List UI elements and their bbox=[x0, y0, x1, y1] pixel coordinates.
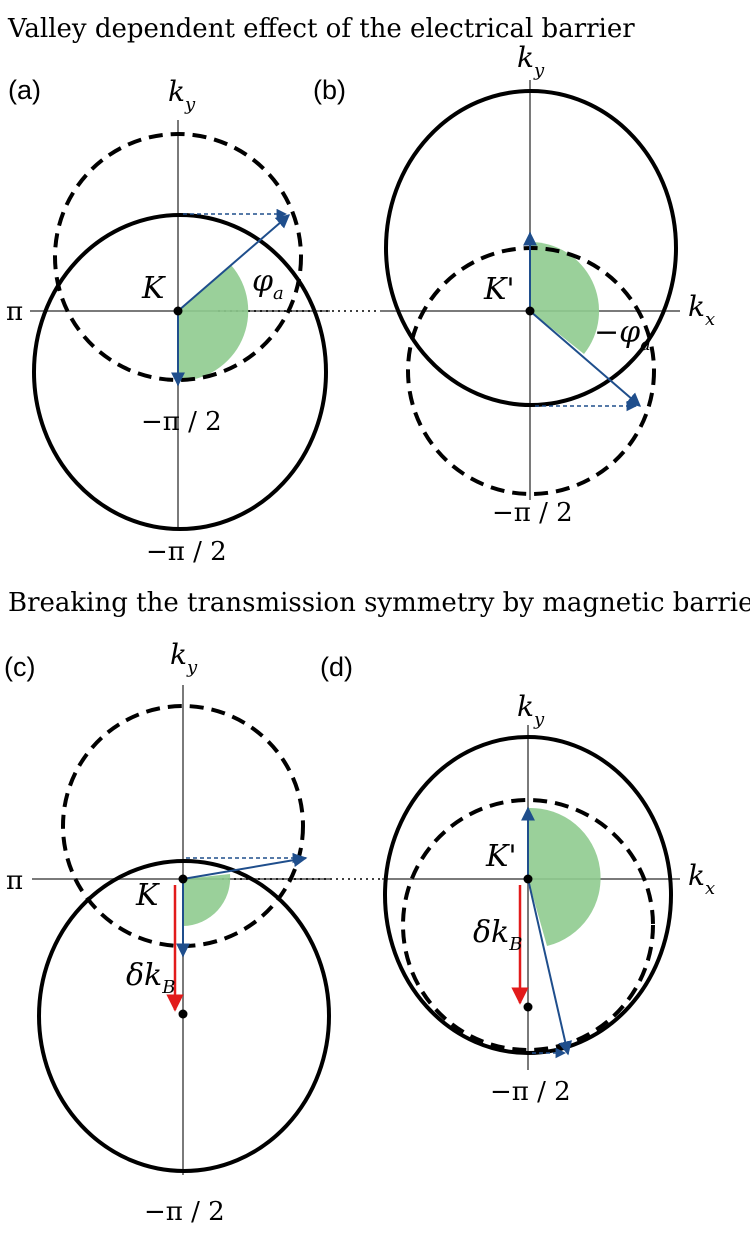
panel-c-shift-label: δkB bbox=[126, 958, 175, 998]
panel-d: (d) K' δkB ky kx −π / 2 bbox=[320, 652, 715, 1107]
panel-c-tick: −π / 2 bbox=[144, 1197, 225, 1227]
panel-a-phi-label: φa bbox=[252, 264, 284, 304]
section-title-magnetic: Breaking the transmission symmetry by ma… bbox=[8, 588, 750, 618]
panel-c-ky-label: ky bbox=[170, 638, 198, 678]
panel-a-tick-outer: −π / 2 bbox=[146, 537, 227, 567]
panel-c: (c) K δkB ky π −π / 2 bbox=[4, 638, 500, 1227]
panel-b-angle-wedge bbox=[530, 241, 600, 354]
panel-c-shifted-point bbox=[178, 1009, 188, 1019]
panel-a-angle-wedge bbox=[178, 265, 249, 382]
panel-b-tick: −π / 2 bbox=[492, 498, 573, 528]
panel-d-shifted-point bbox=[523, 1002, 533, 1012]
panel-a-tick-inner: −π / 2 bbox=[141, 407, 222, 437]
panel-d-dashed-circle bbox=[401, 798, 655, 1052]
panel-a-k-point bbox=[173, 306, 183, 316]
panel-a: (a) K φa ky π −π / 2 −π / 2 bbox=[6, 75, 500, 567]
panel-b-phi-label: −φa bbox=[594, 315, 651, 355]
panel-c-diagonal-vector bbox=[182, 853, 308, 880]
section-title-electrical: Valley dependent effect of the electrica… bbox=[7, 14, 635, 44]
panel-c-k-label: K bbox=[135, 878, 160, 913]
panel-b-label: (b) bbox=[313, 75, 346, 105]
panel-d-k-point bbox=[523, 874, 533, 884]
panel-c-angle-wedge bbox=[183, 874, 231, 926]
panel-b-diagonal-vector bbox=[529, 310, 642, 407]
panel-b: (b) K' −φa ky kx −π / 2 bbox=[313, 41, 715, 528]
panel-d-diagonal-vector bbox=[527, 878, 573, 1056]
panel-d-angle-wedge bbox=[528, 807, 601, 946]
panel-c-pi-label: π bbox=[6, 866, 23, 896]
panel-d-shift-label: δkB bbox=[473, 915, 522, 955]
panel-a-label: (a) bbox=[8, 75, 41, 105]
panel-c-label: (c) bbox=[4, 652, 35, 682]
panel-a-k-label: K bbox=[141, 271, 166, 306]
panel-b-ky-label: ky bbox=[517, 41, 545, 81]
panel-a-diagonal-vector bbox=[177, 214, 291, 312]
panel-d-kx-label: kx bbox=[688, 859, 715, 899]
panel-a-dashed-circle bbox=[53, 132, 303, 382]
panel-d-tick: −π / 2 bbox=[490, 1077, 571, 1107]
panel-d-kprime-label: K' bbox=[485, 839, 517, 874]
panel-b-kprime-label: K' bbox=[483, 272, 515, 307]
panel-a-pi-label: π bbox=[6, 297, 23, 327]
panel-b-solid-circle bbox=[384, 89, 678, 407]
panel-d-ky-label: ky bbox=[517, 690, 545, 730]
panel-d-solid-circle bbox=[383, 735, 673, 1055]
panel-b-k-point bbox=[525, 306, 535, 316]
panel-c-solid-circle bbox=[37, 859, 331, 1173]
panel-a-solid-circle bbox=[32, 213, 328, 531]
panel-a-ky-label: ky bbox=[168, 75, 196, 115]
panel-c-k-point bbox=[178, 874, 188, 884]
panel-d-label: (d) bbox=[320, 652, 353, 682]
panel-b-kx-label: kx bbox=[688, 290, 715, 330]
